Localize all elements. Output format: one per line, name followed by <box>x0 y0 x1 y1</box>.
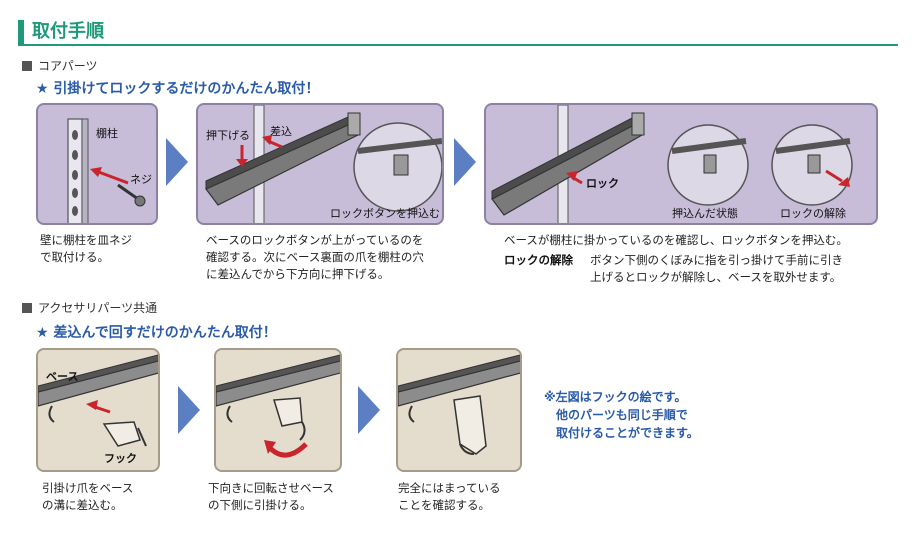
core-step1-caption: 壁に棚柱を皿ネジ で取付ける。 <box>40 233 132 264</box>
label-insert: 差込 <box>270 125 292 138</box>
accessory-tagline: ★ 差込んで回すだけのかんたん取付！ <box>36 325 277 341</box>
core-heading: コアパーツ <box>22 58 98 74</box>
label-lock-release: ロックの解除 <box>780 207 846 220</box>
label-pushed-state: 押込んだ状態 <box>672 207 738 220</box>
step-arrow-icon <box>454 138 476 186</box>
core-step1-panel: 棚柱 ネジ <box>36 103 158 225</box>
label-hook: フック <box>104 452 137 465</box>
core-tagline: ★ 引掛けてロックするだけのかんたん取付！ <box>36 81 320 97</box>
hook-note: ※左図はフックの絵です。 他のパーツも同じ手順で 取付けることができます。 <box>544 390 699 440</box>
label-pillar: 棚柱 <box>96 127 118 140</box>
hook-attached-illustration <box>398 354 520 455</box>
accessory-step1-caption: 引掛け爪をベース の溝に差込む。 <box>42 481 134 512</box>
accessory-step1-panel: ベース フック <box>36 348 160 472</box>
core-step3-panel: ロック 押込んだ状態 ロックの解除 <box>484 103 878 225</box>
accessory-step3-panel <box>396 348 522 472</box>
lock-release-title: ロックの解除 <box>504 253 573 267</box>
core-step2-panel: 押下げる 差込 ロックボタンを押込む <box>196 103 444 225</box>
pillar-screw-illustration <box>67 118 146 223</box>
square-bullet-icon <box>22 61 32 71</box>
label-push-down: 押下げる <box>206 129 250 142</box>
base-insert-illustration <box>205 105 442 223</box>
accessory-step2-panel <box>214 348 342 472</box>
label-lock: ロック <box>586 177 619 190</box>
label-lock-button: ロックボタンを押込む <box>330 207 440 220</box>
core-heading-text: コアパーツ <box>38 59 98 73</box>
lock-release-text: ボタン下側のくぼみに指を引っ掛けて手前に引き 上げるとロックが解除し、ベースを取… <box>590 253 843 284</box>
square-bullet-icon <box>22 303 32 313</box>
label-screw: ネジ <box>130 173 152 186</box>
accessory-heading-text: アクセサリパーツ共通 <box>38 301 158 315</box>
label-base: ベース <box>46 370 79 383</box>
section-title-bar: 取付手順 <box>18 20 898 46</box>
lock-illustration <box>491 105 853 223</box>
step-arrow-icon <box>178 386 200 434</box>
accessory-heading: アクセサリパーツ共通 <box>22 300 157 316</box>
core-step2-caption: ベースのロックボタンが上がっているのを 確認する。次にベース裏面の爪を棚柱の穴 … <box>206 233 424 281</box>
step-arrow-icon <box>166 138 188 186</box>
hook-insert-illustration <box>38 354 158 447</box>
step-arrow-icon <box>358 386 380 434</box>
page-title: 取付手順 <box>32 21 104 42</box>
accessory-step2-caption: 下向きに回転させベース の下側に引掛ける。 <box>208 481 334 512</box>
title-accent-bar <box>18 20 24 44</box>
hook-rotate-illustration <box>216 354 340 458</box>
core-step3-caption: ベースが棚柱に掛かっているのを確認し、ロックボタンを押込む。 <box>504 233 848 247</box>
accessory-step3-caption: 完全にはまっている ことを確認する。 <box>398 481 501 512</box>
